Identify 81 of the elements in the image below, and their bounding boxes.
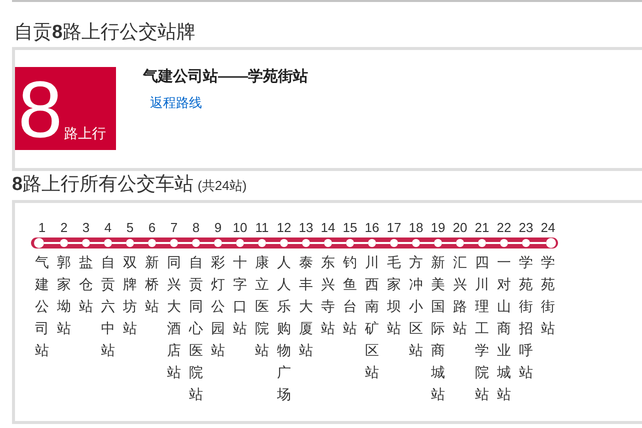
stop-name: 十字口站 [233,253,247,338]
route-line-segment [310,242,324,244]
stop-number: 6 [148,220,156,236]
stop-number: 18 [408,220,424,236]
stop-number: 4 [104,220,112,236]
stop-number: 24 [540,220,556,236]
stop-name: 新美国际商城站 [431,253,445,404]
stop-name: 学苑街站 [541,253,555,338]
route-line-segment [222,242,236,244]
route-number-badge [15,67,116,150]
route-line-segment [332,242,346,244]
stop-name: 人人乐购物广场 [277,253,291,404]
stop-name: 学苑街招呼站 [519,253,533,382]
route-line-segment [178,242,192,244]
stop-number: 13 [298,220,314,236]
stop-name: 钓鱼台站 [343,253,357,338]
stops-panel [12,200,642,424]
stop-name: 方冲小区站 [409,253,423,360]
stop-number: 2 [60,220,68,236]
stop-name: 毛家坝站 [387,253,401,338]
stop-number: 12 [276,220,292,236]
stop-name: 一对山商业城站 [497,253,511,404]
route-line-segment [530,242,546,244]
stop-number: 22 [496,220,512,236]
stop-number: 7 [170,220,178,236]
route-line-segment [44,242,60,244]
route-line-segment [244,242,258,244]
stop-name: 盐仓站 [79,253,93,316]
stop-name: 双牌坊站 [123,253,137,338]
route-line-segment [288,242,302,244]
stop-number: 21 [474,220,490,236]
route-number: 8 [18,74,62,146]
route-card [12,47,642,171]
route-line-segment [486,242,500,244]
stop-count: (共24站) [198,178,247,194]
stop-name: 东兴寺站 [321,253,335,338]
stop-number: 11 [255,220,269,236]
route-line-segment [266,242,280,244]
stop-name: 泰丰大厦站 [299,253,313,360]
route-line-segment [90,242,104,244]
stop-number: 3 [82,220,90,236]
route-line-segment [156,242,170,244]
route-line-segment [442,242,456,244]
route-line-segment [376,242,390,244]
stop-name: 康立医院站 [255,253,269,360]
stop-number: 23 [518,220,534,236]
stop-name: 川西南矿区站 [365,253,379,382]
route-line-segment [420,242,434,244]
stop-number: 9 [214,220,222,236]
return-route-link: 返程路线 [150,94,202,111]
stop-number: 15 [342,220,358,236]
stop-number: 20 [452,220,468,236]
route-line-segment [354,242,368,244]
route-line-segment [112,242,126,244]
stop-name: 气建公司站 [35,253,49,360]
stop-name: 自贡六中站 [101,253,115,360]
stop-name: 汇兴路站 [453,253,467,338]
stop-number: 1 [38,220,46,236]
stop-number: 16 [364,220,380,236]
stop-number: 5 [126,220,134,236]
route-line-segment [68,242,82,244]
route-direction: 路上行 [64,124,106,142]
stop-name: 新桥站 [145,253,159,316]
route-line-segment [200,242,214,244]
route-line-segment [464,242,478,244]
section-heading: 8路上行所有公交车站 [12,173,194,197]
stop-number: 14 [320,220,336,236]
route-endpoints: 气建公司站——学苑街站 [143,67,308,87]
stop-name: 自贡同心医院站 [189,253,203,404]
stop-name: 彩灯公园站 [211,253,225,360]
page-heading: 自贡8路上行公交站牌 [14,21,196,45]
stop-name: 郭家坳站 [57,253,71,338]
stop-number: 19 [430,220,446,236]
stop-name: 四川理工学院站 [475,253,489,404]
route-line-segment [398,242,412,244]
stop-number: 10 [232,220,248,236]
stop-number: 8 [192,220,200,236]
stop-number: 17 [386,220,402,236]
stop-name: 同兴大酒店站 [167,253,181,382]
route-line-segment [134,242,148,244]
route-line-segment [508,242,522,244]
